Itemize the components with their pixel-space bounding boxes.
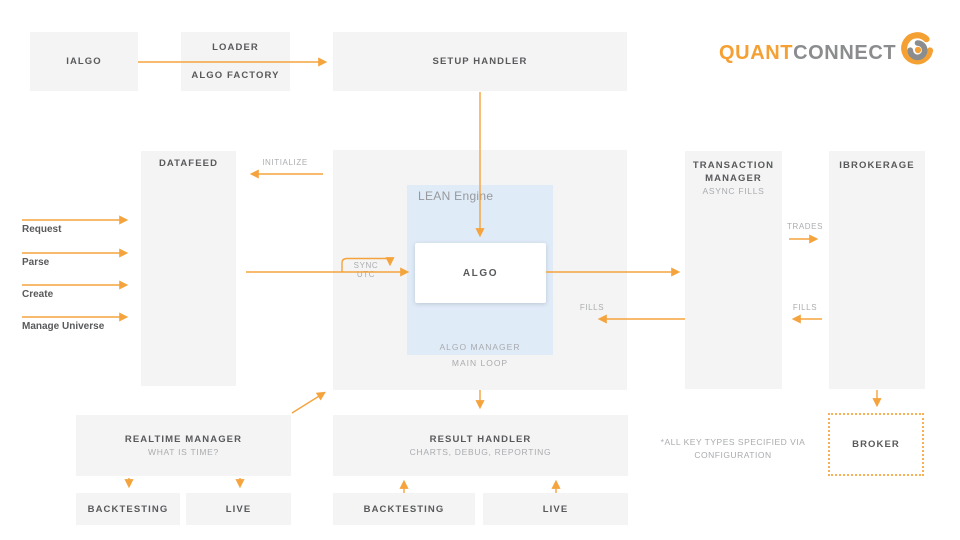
realtime-manager-subtitle: WHAT IS TIME? [148,447,219,457]
input-label-request: Request [22,224,62,235]
main-loop-label: MAIN LOOP [451,358,509,368]
algo-manager-label: ALGO MANAGER [439,342,521,352]
backtesting-center-label: BACKTESTING [363,503,445,515]
loader-label: LOADER [212,42,259,53]
live-center-label: LIVE [542,503,569,515]
trades-label: TRADES [786,222,824,231]
config-note-line2: CONFIGURATION [694,450,772,460]
ibrokerage-label: IBROKERAGE [839,160,915,171]
box-backtesting-left: BACKTESTING [76,493,180,525]
input-label-manage-universe: Manage Universe [22,321,105,332]
box-live-center: LIVE [483,493,628,525]
initialize-label: INITIALIZE [262,158,308,167]
input-label-parse: Parse [22,257,50,268]
logo-text-quant: QUANT [719,42,794,64]
box-transaction-manager: TRANSACTION MANAGER ASYNC FILLS [685,151,782,389]
config-note: *ALL KEY TYPES SPECIFIED VIA CONFIGURATI… [633,436,833,462]
fills-center-label: FILLS [579,303,605,312]
arrow-realtime-manager-to-main-loop [291,391,326,414]
box-broker: BROKER [828,413,924,476]
sync-utc-label: SYNC UTC [353,261,379,279]
broker-label: BROKER [852,439,900,450]
box-result-handler: RESULT HANDLER CHARTS, DEBUG, REPORTING [333,415,628,476]
logo-text-connect: CONNECT [793,42,897,64]
algo-factory-label: ALGO FACTORY [191,70,280,81]
box-algo: ALGO [415,243,546,303]
result-handler-title: RESULT HANDLER [429,434,532,445]
result-handler-subtitle: CHARTS, DEBUG, REPORTING [409,447,552,457]
fills-right-label: FILLS [792,303,818,312]
box-loader-algo-factory: LOADER ALGO FACTORY [181,32,290,91]
realtime-manager-title: REALTIME MANAGER [124,434,243,445]
setup-handler-label: SETUP HANDLER [432,56,528,67]
algo-label: ALGO [462,267,499,279]
backtesting-left-label: BACKTESTING [87,503,169,515]
transaction-manager-label-1: TRANSACTION [692,160,775,171]
datafeed-label: DATAFEED [158,158,219,169]
box-ibrokerage: IBROKERAGE [829,151,925,389]
lean-engine-title: LEAN Engine [418,189,494,203]
box-datafeed: DATAFEED [141,151,236,386]
box-realtime-manager: REALTIME MANAGER WHAT IS TIME? [76,415,291,476]
transaction-manager-label-2: MANAGER [705,173,762,184]
box-ialgo-label: IALGO [66,56,102,67]
box-setup-handler: SETUP HANDLER [333,32,627,91]
box-ialgo: IALGO [30,32,138,91]
box-live-left: LIVE [186,493,291,525]
config-note-line1: *ALL KEY TYPES SPECIFIED VIA [660,437,806,447]
box-backtesting-center: BACKTESTING [333,493,475,525]
quantconnect-swirl-icon [901,32,934,65]
async-fills-label: ASYNC FILLS [702,186,765,196]
input-label-create: Create [22,289,54,300]
live-left-label: LIVE [225,503,252,515]
